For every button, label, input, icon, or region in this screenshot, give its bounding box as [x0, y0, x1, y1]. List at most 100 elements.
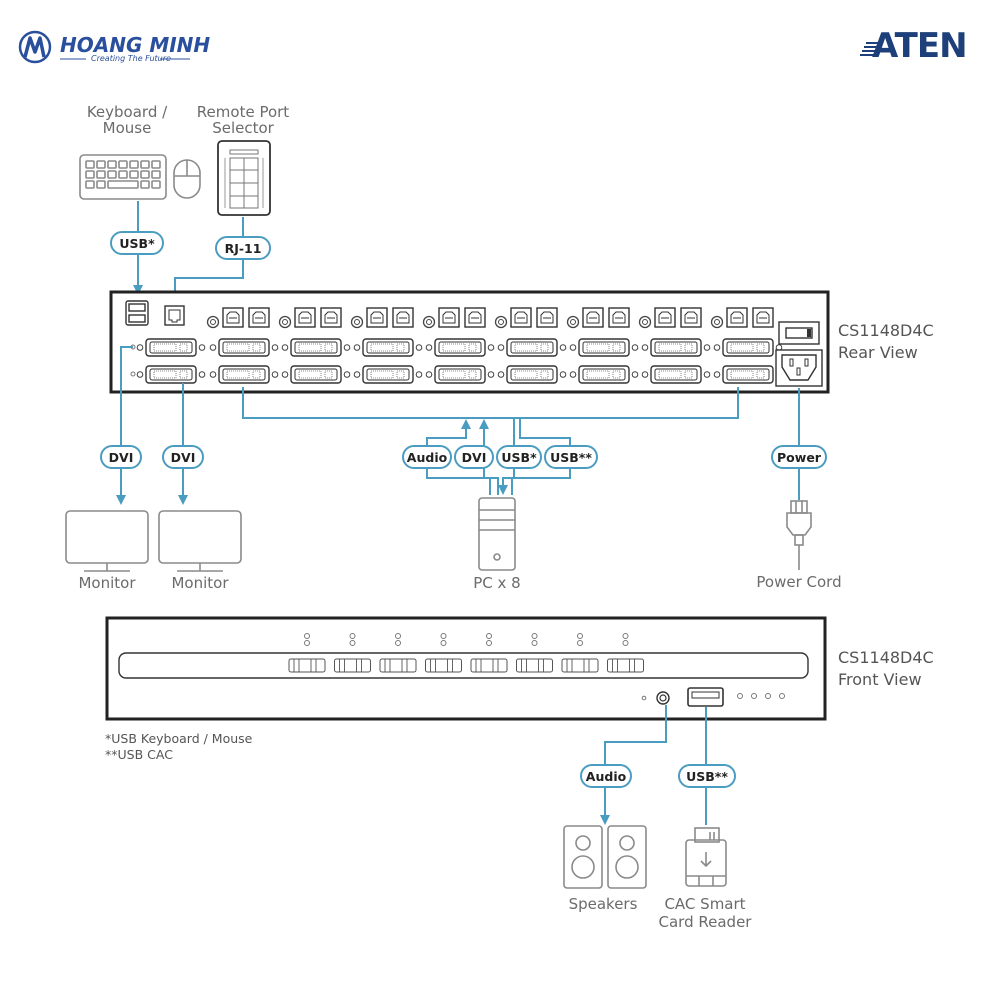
logo-ring-icon	[18, 30, 52, 64]
power-socket-icon	[775, 349, 823, 387]
speakers-label: Speakers	[569, 895, 638, 913]
power-cord-label: Power Cord	[756, 573, 841, 591]
usb-b-port-icon	[294, 307, 316, 328]
port-select-button[interactable]	[288, 633, 326, 673]
pc-port-group	[278, 307, 351, 384]
dvi-pill-2-label: DVI	[171, 450, 196, 465]
usb-b-port-icon	[536, 307, 558, 328]
keyboard-mouse-label-line1: Keyboard /	[87, 103, 168, 121]
hoang-minh-logo: HOANG MINH Creating The Future	[18, 30, 210, 64]
pc-usb-cac-pill: USB**	[544, 445, 598, 469]
dvi-port-icon	[497, 338, 567, 357]
dvi-port-icon	[497, 365, 567, 384]
dvi-pill-1-label: DVI	[109, 450, 134, 465]
remote-selector-label-line2: Selector	[212, 119, 274, 137]
audio-jack-icon	[710, 315, 724, 329]
dvi-port-icon	[353, 365, 423, 384]
footnote-2: **USB CAC	[105, 747, 173, 762]
mouse-icon	[173, 159, 201, 199]
front-usb-pill-label: USB**	[686, 769, 728, 784]
monitor-1-label: Monitor	[78, 574, 136, 592]
monitor-2-label: Monitor	[171, 574, 229, 592]
pc-cable-bus	[242, 387, 739, 419]
usb-b-port-icon	[752, 307, 774, 328]
footnote-1: *USB Keyboard / Mouse	[105, 731, 253, 746]
monitor-icon-2	[158, 510, 242, 572]
pc-port-group	[566, 307, 639, 384]
usb-b-port-icon	[392, 307, 414, 328]
power-pill: Power	[771, 445, 827, 469]
usb-b-port-icon	[654, 307, 676, 328]
aten-wordmark: ATEN	[872, 26, 967, 66]
usb-b-port-icon	[582, 307, 604, 328]
rear-panel	[109, 290, 830, 394]
usb-b-port-icon	[608, 307, 630, 328]
port-select-button[interactable]	[516, 633, 553, 673]
card-reader-label-line2: Card Reader	[659, 913, 753, 931]
pc-port-group	[494, 307, 567, 384]
audio-jack-icon	[566, 315, 580, 329]
brand-tagline: Creating The Future	[91, 54, 171, 63]
rear-model-label: CS1148D4C	[838, 321, 934, 340]
keyboard-icon	[79, 154, 167, 200]
dvi-port-icon	[136, 365, 206, 384]
console-usb-ports-icon	[125, 300, 149, 326]
usb-kbm-pill: USB*	[110, 231, 164, 255]
dvi-port-icon	[569, 365, 639, 384]
remote-port-selector-icon	[217, 140, 271, 216]
port-select-button[interactable]	[379, 633, 417, 673]
dvi-port-icon	[713, 338, 783, 357]
pc-usb-pill-label: USB*	[501, 450, 537, 465]
front-usb-port-icon	[687, 687, 724, 707]
front-view-label: Front View	[838, 670, 922, 689]
audio-jack-icon	[422, 315, 436, 329]
usb-b-port-icon	[464, 307, 486, 328]
front-usb-pill: USB**	[678, 764, 736, 788]
rj11-pill-label: RJ-11	[225, 241, 262, 256]
pc-tower-icon	[478, 497, 516, 571]
port-select-button[interactable]	[334, 633, 371, 673]
dvi-port-icon	[425, 338, 495, 357]
power-plug-icon	[786, 500, 812, 570]
dvi-port-icon	[641, 338, 711, 357]
aten-speed-lines-icon	[860, 42, 880, 56]
dvi-pill-2: DVI	[162, 445, 204, 469]
remote-selector-label-line1: Remote Port	[197, 103, 289, 121]
pc-port-group	[710, 307, 783, 384]
card-reader-label-line1: CAC Smart	[664, 895, 745, 913]
pc-audio-pill-label: Audio	[407, 450, 448, 465]
pc-port-group	[422, 307, 495, 384]
port-select-button[interactable]	[607, 633, 644, 673]
power-switch-icon	[778, 321, 820, 345]
port-select-button[interactable]	[470, 633, 508, 673]
dvi-port-icon	[425, 365, 495, 384]
usb-b-port-icon	[680, 307, 702, 328]
dvi-pill-1: DVI	[100, 445, 142, 469]
pc-port-group	[206, 307, 279, 384]
dvi-port-icon	[569, 338, 639, 357]
dvi-port-icon	[136, 338, 206, 357]
card-reader-icon	[685, 827, 727, 887]
power-pill-label: Power	[777, 450, 822, 465]
logo-m-icon	[23, 36, 46, 58]
keyboard-mouse-label-line2: Mouse	[103, 119, 152, 137]
port-select-button[interactable]	[561, 633, 599, 673]
port-select-button[interactable]	[425, 633, 462, 673]
usb-b-port-icon	[248, 307, 270, 328]
rear-view-label: Rear View	[838, 343, 918, 362]
audio-jack-icon	[638, 315, 652, 329]
monitor-icon-1	[65, 510, 149, 572]
dvi-port-icon	[281, 338, 351, 357]
usb-b-port-icon	[726, 307, 748, 328]
pc-port-group	[638, 307, 711, 384]
audio-jack-icon	[656, 691, 670, 705]
audio-jack-icon	[278, 315, 292, 329]
front-audio-cable	[600, 705, 667, 825]
usb-b-port-icon	[510, 307, 532, 328]
usb-b-port-icon	[222, 307, 244, 328]
audio-jack-icon	[206, 315, 220, 329]
usb-b-port-icon	[320, 307, 342, 328]
aten-logo: ATEN	[860, 26, 968, 66]
front-panel	[105, 616, 827, 721]
